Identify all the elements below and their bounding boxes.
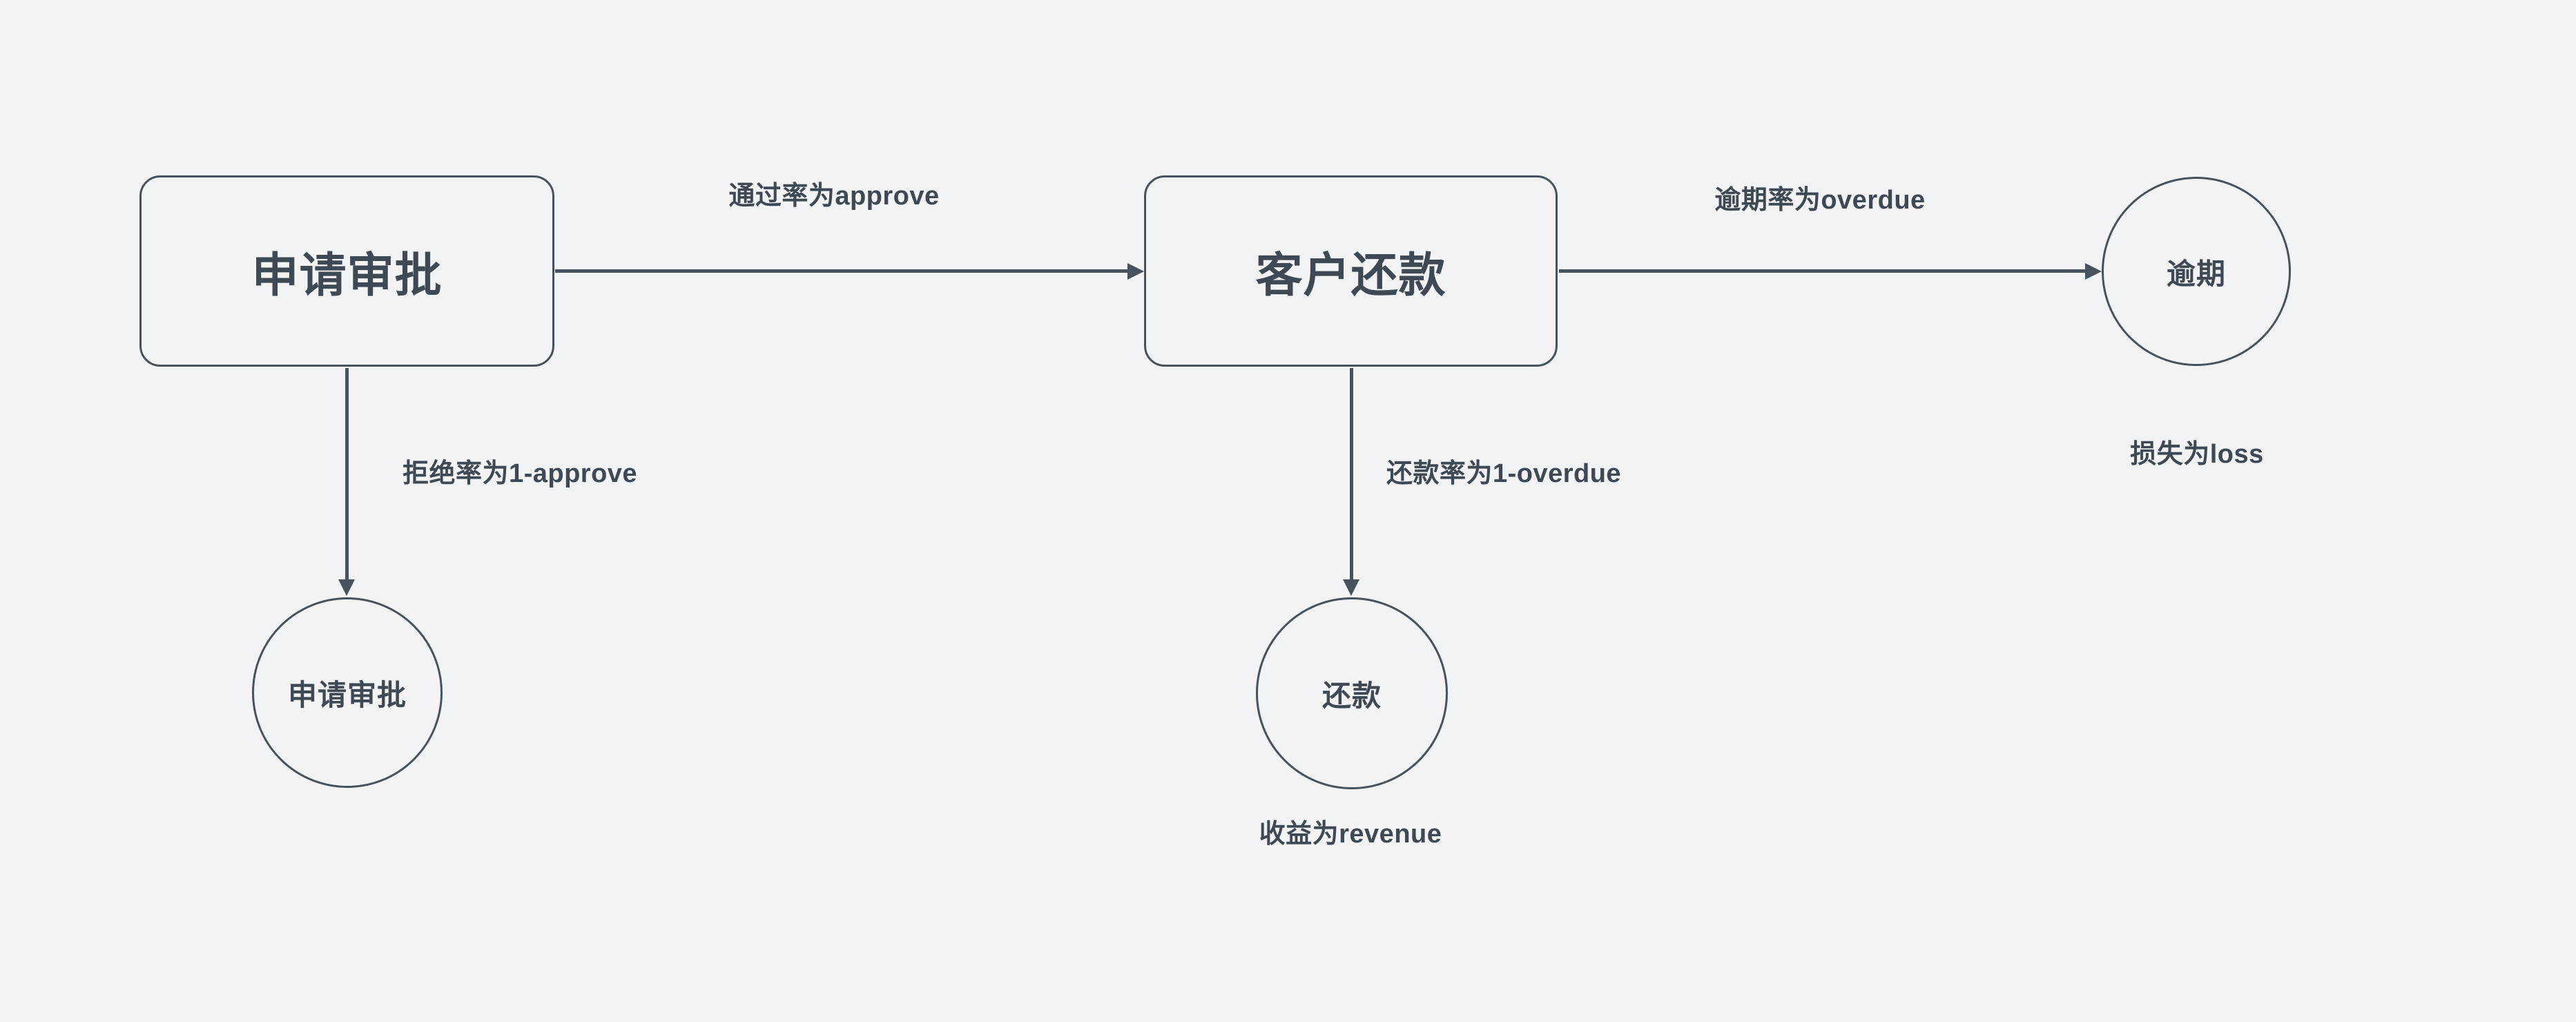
node-approval-box-label: 申请审批 <box>251 249 443 302</box>
arrowhead-right-icon <box>1127 263 1144 280</box>
edge-approve-label[interactable]: 通过率为approve <box>728 182 940 211</box>
node-approval-box[interactable]: 申请审批 <box>139 175 554 367</box>
node-repayment-box-label: 客户还款 <box>1255 249 1446 302</box>
annotation-loss[interactable]: 损失为loss <box>2130 440 2264 469</box>
edge-overdue-line[interactable] <box>1559 269 2086 273</box>
arrowhead-down-icon <box>338 579 355 596</box>
edge-repay-label[interactable]: 还款率为1-overdue <box>1386 459 1622 488</box>
edge-reject-line[interactable] <box>345 368 349 581</box>
edge-reject-label[interactable]: 拒绝率为1-approve <box>402 459 638 488</box>
annotation-revenue[interactable]: 收益为revenue <box>1259 820 1442 849</box>
arrowhead-down-icon <box>1343 579 1359 596</box>
node-overdue-circle-label: 逾期 <box>2166 257 2226 290</box>
node-repay-circle[interactable]: 还款 <box>1256 597 1448 789</box>
node-approval-circle-label: 申请审批 <box>287 678 407 711</box>
node-repayment-box[interactable]: 客户还款 <box>1144 175 1558 367</box>
node-overdue-circle[interactable]: 逾期 <box>2102 177 2291 366</box>
edge-repay-line[interactable] <box>1350 368 1353 581</box>
node-repay-circle-label: 还款 <box>1321 679 1382 712</box>
edge-approve-line[interactable] <box>555 269 1129 273</box>
node-approval-circle[interactable]: 申请审批 <box>252 597 443 788</box>
arrowhead-right-icon <box>2085 263 2102 280</box>
edge-overdue-label[interactable]: 逾期率为overdue <box>1714 186 1926 215</box>
